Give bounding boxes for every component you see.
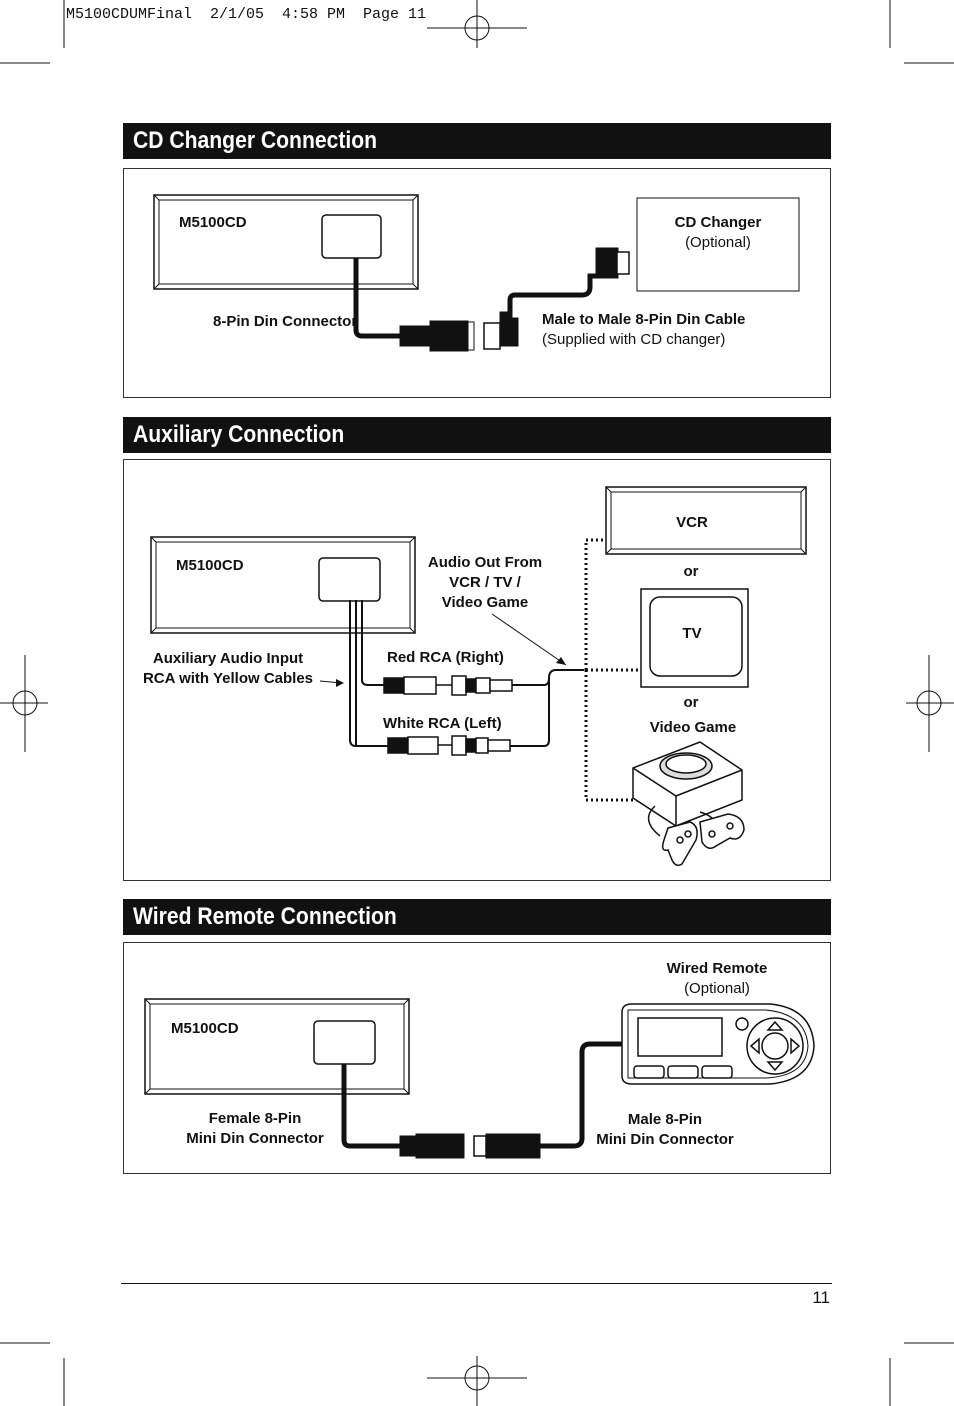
connector-label: 8-Pin Din Connector — [213, 313, 358, 330]
wired-remote-label: Wired Remote — [666, 960, 768, 977]
cd-unit-label: M5100CD — [179, 214, 247, 231]
print-header: M5100CDUMFinal 2/1/05 4:58 PM Page 11 — [66, 6, 427, 23]
audio-out-label-3: Video Game — [441, 594, 529, 611]
video-game-label: Video Game — [649, 719, 737, 736]
din-connector — [399, 311, 519, 352]
or-label-2: or — [683, 694, 699, 711]
tv-label: TV — [682, 625, 702, 642]
audio-out-label-2: VCR / TV / — [449, 574, 521, 591]
cable-sub: (Supplied with CD changer) — [542, 331, 726, 348]
male-connector-label-1: Male 8-Pin — [627, 1111, 703, 1128]
section-title-auxiliary: Auxiliary Connection — [123, 417, 831, 453]
cable-label: Male to Male 8-Pin Din Cable — [542, 311, 746, 328]
wired-remote-sub: (Optional) — [684, 980, 750, 997]
section-title-cd-changer: CD Changer Connection — [123, 123, 831, 159]
remote-unit-label: M5100CD — [171, 1020, 239, 1037]
aux-input-label-2: RCA with Yellow Cables — [142, 670, 314, 687]
white-rca-label: White RCA (Left) — [383, 715, 502, 732]
female-connector-label-2: Mini Din Connector — [186, 1130, 324, 1147]
page-number: 11 — [812, 1288, 830, 1307]
male-connector-label-2: Mini Din Connector — [596, 1131, 734, 1148]
footer-rule — [121, 1283, 832, 1284]
game-console — [632, 741, 745, 867]
cd-changer-sub: (Optional) — [685, 234, 751, 251]
aux-unit-label: M5100CD — [176, 557, 244, 574]
section-title-wired-remote: Wired Remote Connection — [123, 899, 831, 935]
aux-input-label-1: Auxiliary Audio Input — [152, 650, 304, 667]
red-rca-label: Red RCA (Right) — [387, 649, 504, 666]
female-connector-label-1: Female 8-Pin — [208, 1110, 302, 1127]
head-unit-device — [153, 194, 419, 290]
audio-out-label-1: Audio Out From — [427, 554, 543, 571]
cd-changer-label: CD Changer — [674, 214, 762, 231]
wired-remote-device — [621, 1003, 815, 1085]
or-label-1: or — [683, 563, 699, 580]
vcr-label: VCR — [676, 514, 708, 531]
